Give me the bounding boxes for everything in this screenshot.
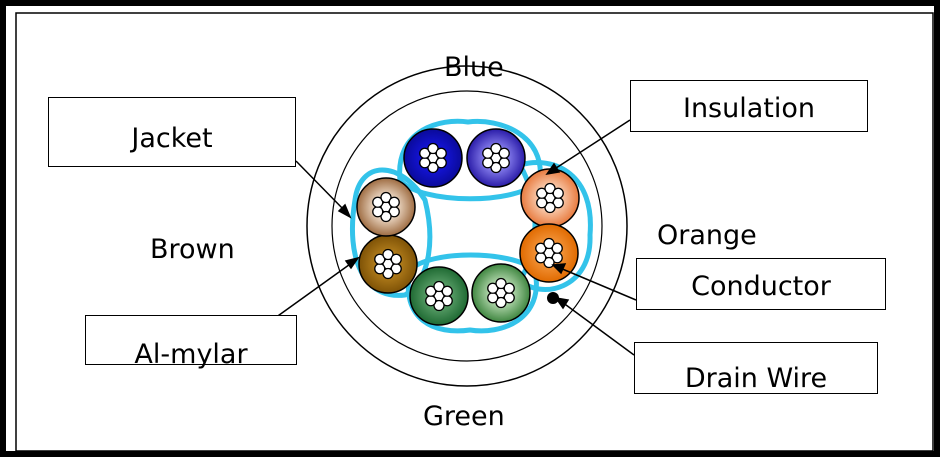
callout-al-mylar: Al-mylar bbox=[85, 315, 297, 370]
strand bbox=[552, 187, 564, 199]
leader-drain-wire bbox=[561, 301, 635, 356]
inner-frame bbox=[15, 12, 934, 452]
conductor-group bbox=[356, 128, 580, 326]
inner-boundary-circle bbox=[331, 90, 603, 362]
conductor-orange-white bbox=[520, 168, 580, 228]
strand bbox=[490, 161, 502, 174]
strand bbox=[419, 147, 431, 159]
strand bbox=[390, 253, 402, 265]
arrowhead-jacket bbox=[337, 203, 352, 219]
conductor-blue bbox=[403, 128, 463, 188]
callout-jacket-label: Jacket bbox=[131, 123, 213, 154]
strand bbox=[372, 206, 384, 218]
conductor-brown-white bbox=[356, 177, 416, 237]
arrowhead-al-mylar bbox=[344, 256, 360, 270]
strand bbox=[433, 280, 445, 293]
strand bbox=[487, 292, 499, 304]
callout-insulation-label: Insulation bbox=[682, 93, 816, 124]
strand bbox=[498, 147, 510, 159]
callout-insulation: Insulation bbox=[630, 80, 868, 132]
strand bbox=[388, 196, 400, 208]
strand bbox=[495, 277, 507, 290]
strand bbox=[441, 285, 453, 297]
callout-conductor-label: Conductor bbox=[691, 271, 831, 302]
strand bbox=[482, 157, 494, 169]
leader-jacket bbox=[295, 160, 347, 213]
strand bbox=[536, 187, 548, 199]
strand bbox=[551, 242, 563, 254]
strand bbox=[435, 147, 447, 159]
callout-drain-wire-label: Drain Wire bbox=[684, 363, 828, 394]
strand bbox=[382, 248, 394, 261]
strand bbox=[425, 295, 437, 307]
label-orange: Orange bbox=[657, 220, 757, 251]
strand bbox=[543, 237, 555, 250]
arrowhead-conductor bbox=[551, 263, 567, 275]
strand bbox=[490, 142, 502, 155]
strand bbox=[372, 196, 384, 208]
strand bbox=[487, 282, 499, 294]
strand bbox=[535, 242, 547, 254]
label-blue: Blue bbox=[444, 52, 504, 83]
strand bbox=[427, 161, 439, 174]
drain-wire-dot bbox=[547, 292, 559, 304]
strand bbox=[544, 201, 556, 214]
leader-insulation bbox=[552, 119, 631, 171]
strand bbox=[495, 296, 507, 309]
strand bbox=[419, 157, 431, 169]
callout-drain-wire: Drain Wire bbox=[634, 342, 878, 394]
strand bbox=[382, 267, 394, 280]
callout-conductor: Conductor bbox=[636, 258, 886, 310]
strand bbox=[503, 282, 515, 294]
leader-conductor bbox=[559, 267, 637, 301]
strand bbox=[433, 299, 445, 312]
conductor-green-white bbox=[471, 263, 531, 323]
label-brown: Brown bbox=[150, 234, 235, 265]
shield-right bbox=[516, 160, 593, 292]
strand bbox=[380, 210, 392, 223]
strand bbox=[427, 142, 439, 155]
conductor-blue-white bbox=[466, 128, 526, 188]
leader-lines bbox=[274, 119, 637, 356]
jacket-circle bbox=[306, 65, 628, 387]
strand bbox=[425, 285, 437, 297]
strand bbox=[482, 147, 494, 159]
strand bbox=[374, 253, 386, 265]
strand bbox=[535, 252, 547, 264]
strand bbox=[543, 256, 555, 269]
leader-al-mylar bbox=[274, 261, 354, 319]
conductor-orange bbox=[519, 223, 579, 283]
strand bbox=[374, 263, 386, 275]
strand bbox=[544, 182, 556, 195]
strand bbox=[380, 191, 392, 204]
strand bbox=[536, 197, 548, 209]
conductor-green bbox=[409, 266, 469, 326]
callout-jacket: Jacket bbox=[48, 97, 296, 167]
callout-al-mylar-label: Al-mylar bbox=[134, 339, 248, 370]
arrowhead-drain-wire bbox=[554, 296, 570, 310]
arrowhead-insulation bbox=[545, 162, 561, 176]
conductor-brown bbox=[358, 234, 418, 294]
label-green: Green bbox=[423, 401, 505, 432]
